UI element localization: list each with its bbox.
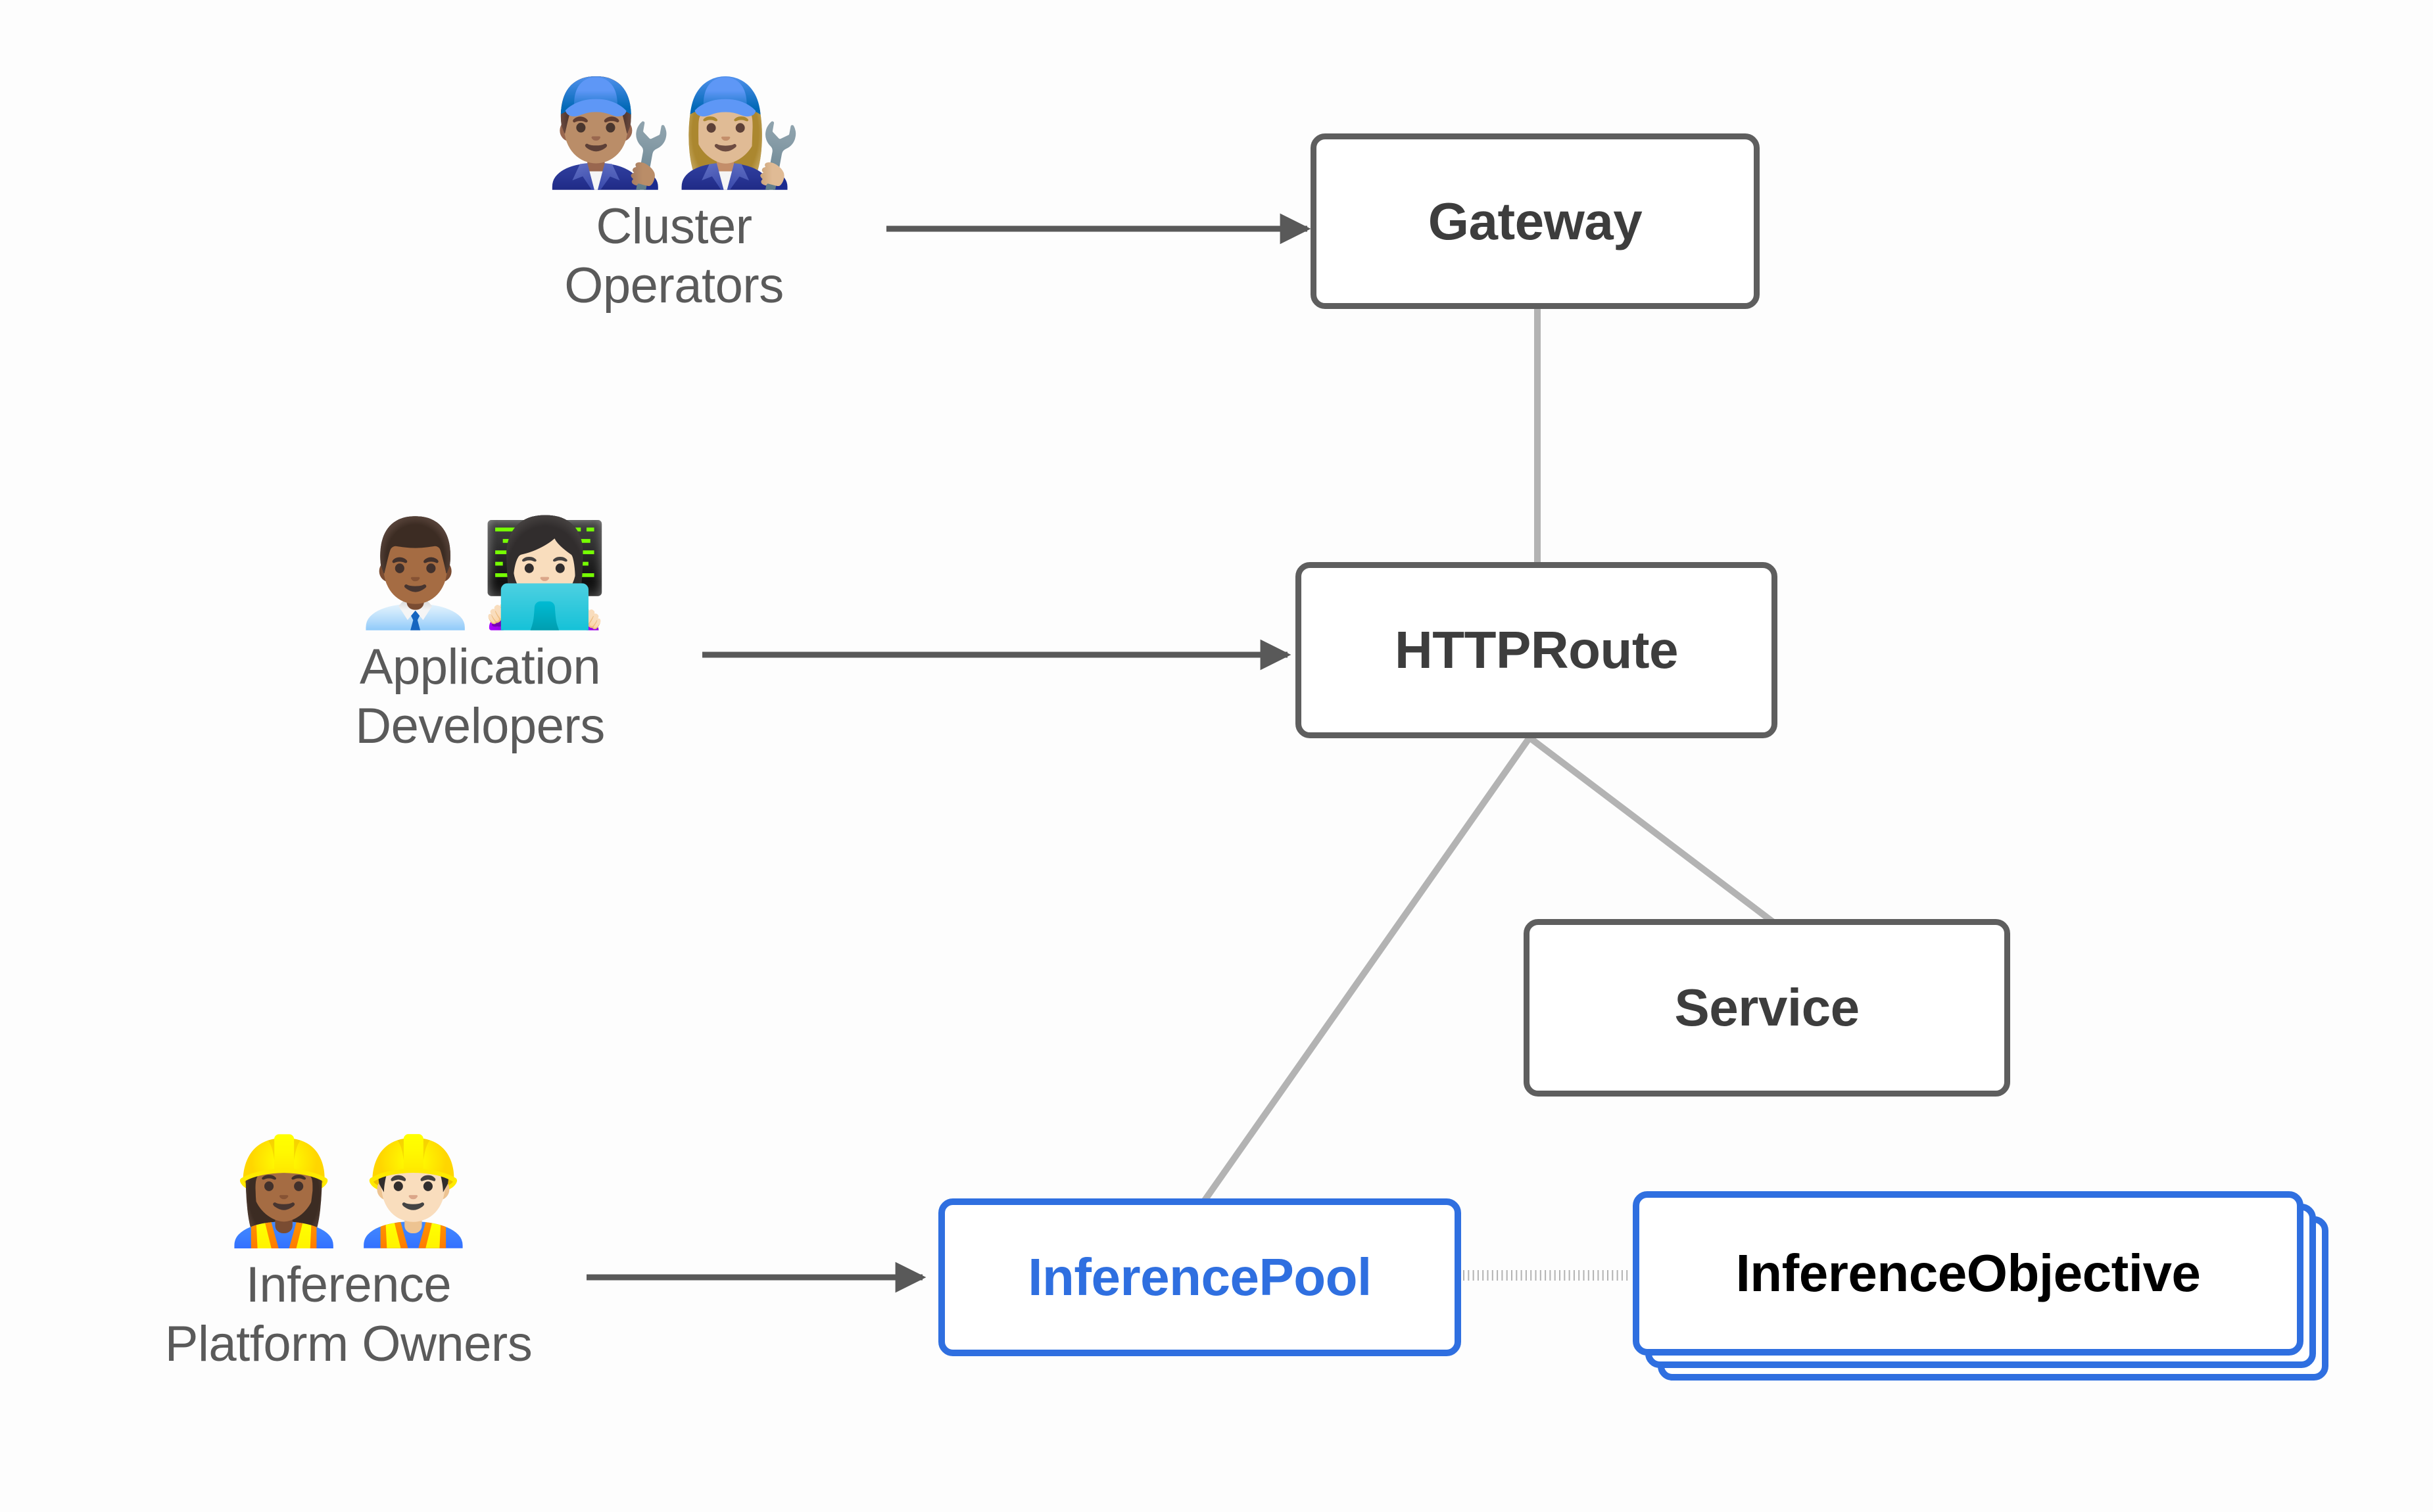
node-httproute[interactable]: HTTPRoute	[1295, 562, 1777, 738]
woman-technologist-icon: 👩🏻‍💻	[480, 513, 610, 634]
node-inferenceobjective-stack[interactable]: InferenceObjective	[1633, 1191, 2330, 1381]
persona-cluster-operators: 👨🏽‍🔧 👩🏼‍🔧 Cluster Operators	[519, 72, 829, 315]
man-mechanic-icon: 👨🏽‍🔧	[544, 72, 674, 193]
edge-httproute-to-service	[1527, 735, 1776, 925]
persona-avatars: 👨🏾‍💼 👩🏻‍💻	[350, 519, 609, 628]
persona-avatars: 👷🏾‍♀️ 👷🏻‍♂️	[219, 1137, 477, 1246]
node-inferencepool[interactable]: InferencePool	[938, 1198, 1461, 1356]
persona-label-inference-platform-owners: Inference Platform Owners	[164, 1256, 533, 1372]
node-label-inferencepool: InferencePool	[1028, 1248, 1372, 1306]
node-gateway[interactable]: Gateway	[1311, 133, 1760, 309]
persona-application-developers: 👨🏾‍💼 👩🏻‍💻 Application Developers	[322, 519, 638, 755]
man-construction-worker-icon: 👷🏻‍♂️	[349, 1131, 478, 1252]
node-label-inferenceobjective: InferenceObjective	[1735, 1244, 2201, 1302]
node-service[interactable]: Service	[1524, 919, 2010, 1097]
woman-mechanic-icon: 👩🏼‍🔧	[674, 72, 804, 193]
persona-inference-platform-owners: 👷🏾‍♀️ 👷🏻‍♂️ Inference Platform Owners	[99, 1137, 598, 1373]
persona-label-cluster-operators: Cluster Operators	[564, 198, 784, 314]
node-label-service: Service	[1674, 978, 1860, 1037]
persona-avatars: 👨🏽‍🔧 👩🏼‍🔧	[544, 72, 804, 193]
man-office-worker-icon: 👨🏾‍💼	[350, 513, 480, 634]
persona-label-application-developers: Application Developers	[355, 638, 605, 754]
node-label-httproute: HTTPRoute	[1394, 621, 1679, 679]
node-inferenceobjective[interactable]: InferenceObjective	[1633, 1191, 2303, 1356]
woman-construction-worker-icon: 👷🏾‍♀️	[219, 1131, 349, 1252]
edge-httproute-to-inferencepool	[1198, 736, 1533, 1207]
node-label-gateway: Gateway	[1428, 191, 1643, 250]
